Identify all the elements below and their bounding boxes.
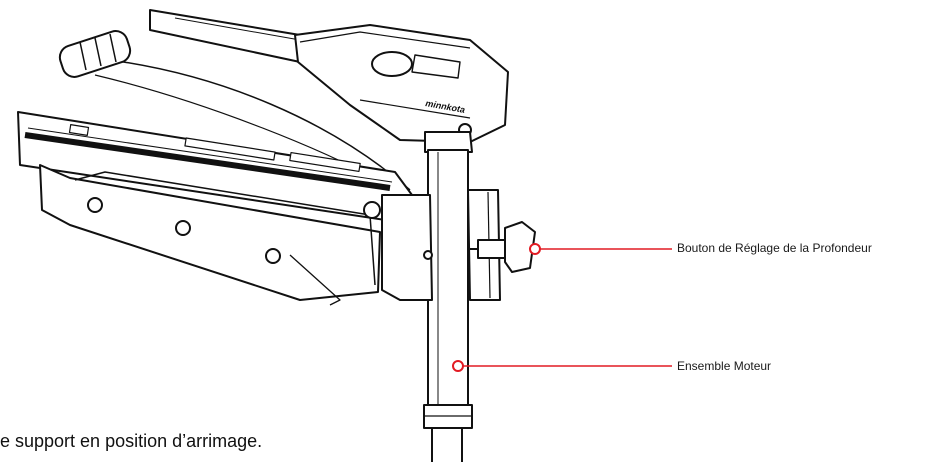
shaft-bracket [381, 194, 433, 301]
callout-depth-knob [529, 243, 672, 255]
depth-adjust-knob-label: Bouton de Réglage de la Profondeur [677, 241, 872, 255]
depth-adjust-knob [470, 221, 536, 273]
motor-head [294, 24, 509, 143]
caption-text: e support en position d’arrimage. [0, 431, 263, 451]
motor-shaft [427, 149, 469, 413]
upper-collar [424, 131, 473, 153]
mount-side-plate [39, 164, 381, 306]
cable-plug [58, 30, 132, 78]
power-cable [109, 59, 411, 191]
callout-motor [452, 360, 672, 372]
motor-assembly-label: Ensemble Moteur [677, 359, 772, 373]
bow-mount-rail [17, 111, 413, 221]
